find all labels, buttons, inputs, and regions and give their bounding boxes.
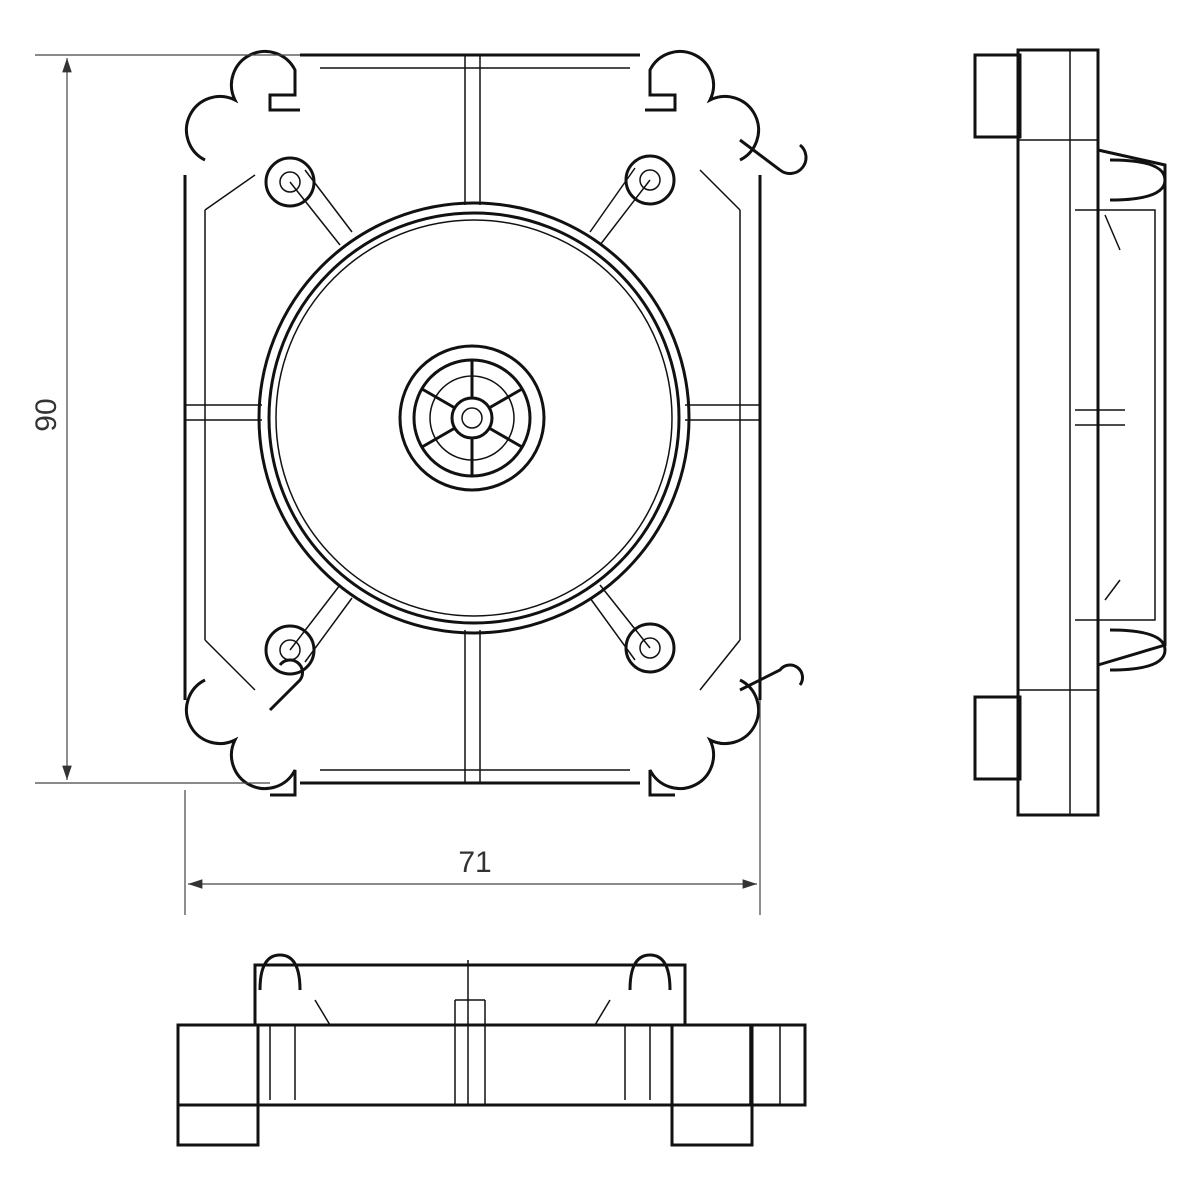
main-disc bbox=[257, 201, 691, 635]
center-hub bbox=[398, 344, 546, 492]
dimension-height: 90 bbox=[30, 54, 300, 784]
bottom-view bbox=[176, 953, 807, 1147]
height-dimension-label: 90 bbox=[30, 398, 63, 431]
front-view bbox=[183, 49, 808, 797]
corner-clips bbox=[184, 49, 808, 797]
side-view bbox=[973, 48, 1167, 817]
width-dimension-label: 71 bbox=[458, 846, 491, 879]
dimension-width: 71 bbox=[184, 700, 761, 915]
bolt-holes bbox=[264, 154, 676, 676]
